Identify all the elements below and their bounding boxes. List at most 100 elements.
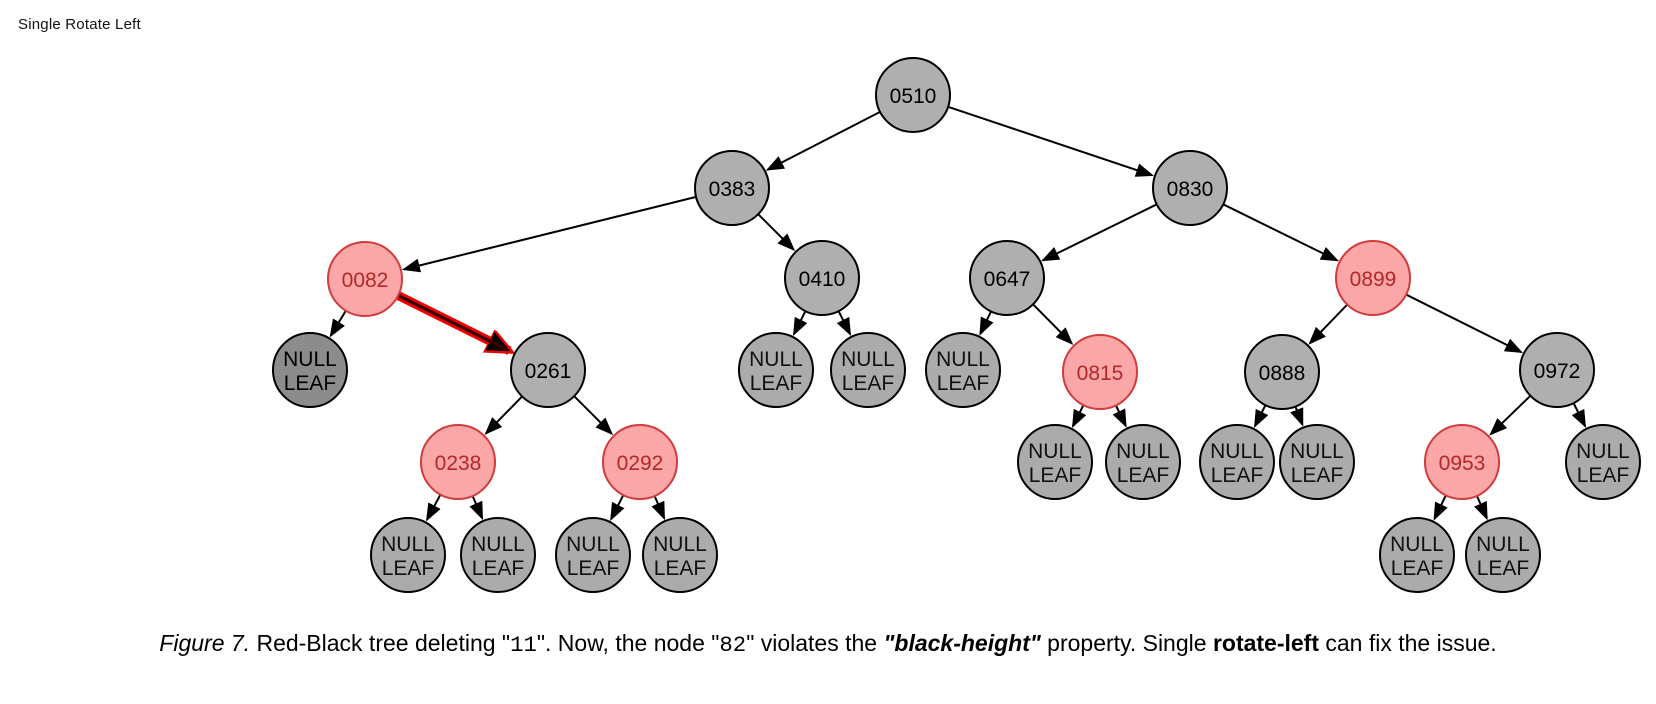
tree-edge (1571, 402, 1587, 429)
node-label: NULL (841, 348, 895, 371)
node-label: 0082 (342, 269, 389, 292)
node-label: LEAF (1029, 464, 1082, 487)
node-circle (738, 332, 814, 408)
node-circle (370, 517, 446, 593)
tree-node-0815: 0815 (1062, 334, 1138, 410)
tree-node-0830: 0830 (1152, 150, 1228, 226)
node-label: 0972 (1534, 360, 1581, 383)
tree-edge (765, 111, 881, 171)
tree-node-0953: 0953 (1424, 424, 1500, 500)
node-circle (1519, 332, 1595, 408)
node-label: NULL (566, 533, 620, 556)
caption-segment: rotate-left (1212, 630, 1319, 656)
node-label: 0510 (890, 85, 937, 108)
node-label: NULL (1576, 440, 1630, 463)
node-label: NULL (471, 533, 525, 556)
tree-node-0082: 0082 (327, 241, 403, 317)
node-circle (784, 240, 860, 316)
tree-edge (329, 310, 347, 338)
figure-title: Single Rotate Left (18, 16, 141, 33)
tree-node-0410: 0410 (784, 240, 860, 316)
tree-node-0383: 0383 (694, 150, 770, 226)
node-label: LEAF (1291, 464, 1344, 487)
tree-edge (469, 495, 484, 521)
tree-edge (1308, 303, 1348, 345)
node-label: LEAF (382, 557, 435, 580)
node-label: LEAF (1477, 557, 1530, 580)
tree-edge (1433, 494, 1448, 521)
node-label: LEAF (284, 372, 337, 395)
caption-segment: "black-height" (883, 630, 1041, 656)
node-circle (1424, 424, 1500, 500)
node-circle (1279, 424, 1355, 500)
tree-edge (1222, 203, 1339, 262)
tree-edge (401, 195, 697, 273)
node-label: NULL (1210, 440, 1264, 463)
tree-node-0510: 0510 (875, 57, 951, 133)
node-circle (555, 517, 631, 593)
node-circle (1565, 424, 1641, 500)
tree-edge (757, 213, 796, 252)
node-label: 0899 (1350, 268, 1397, 291)
tree-edge (836, 310, 852, 337)
node-circle (1105, 424, 1181, 500)
tree-edge (573, 395, 614, 436)
node-circle (420, 424, 496, 500)
node-label: 0292 (617, 452, 664, 475)
tree-edge (947, 105, 1154, 177)
node-circle (925, 332, 1001, 408)
node-label: NULL (1028, 440, 1082, 463)
node-circle (969, 240, 1045, 316)
node-label: LEAF (937, 372, 990, 395)
tree-edge (610, 494, 625, 522)
node-circle (1152, 150, 1228, 226)
caption-segment: ". Now, the node " (536, 630, 720, 656)
caption-segment: property. Single (1040, 630, 1213, 656)
node-circle (830, 332, 906, 408)
node-label: LEAF (472, 557, 525, 580)
node-circle (875, 57, 951, 133)
caption-segment: Red-Black tree deleting " (250, 630, 511, 656)
node-circle (1244, 334, 1320, 410)
tree-node-0972: 0972 (1519, 332, 1595, 408)
node-circle (327, 241, 403, 317)
figure-caption: Figure 7. Red-Black tree deleting "11". … (0, 630, 1656, 658)
tree-edge (1112, 404, 1127, 428)
node-label: LEAF (1211, 464, 1264, 487)
node-label: 0261 (525, 360, 572, 383)
node-label: LEAF (1391, 557, 1444, 580)
tree-edge (1489, 395, 1532, 436)
tree-edge (651, 495, 666, 521)
tree-edge (425, 494, 442, 522)
node-circle (1017, 424, 1093, 500)
node-circle (1199, 424, 1275, 500)
tree-edge (1071, 404, 1087, 429)
caption-segment: can fix the issue. (1319, 630, 1497, 656)
node-label: NULL (749, 348, 803, 371)
node-label: LEAF (654, 557, 707, 580)
tree-edge (1032, 303, 1074, 345)
tree-edges (329, 105, 1587, 522)
caption-segment: " violates the (746, 630, 884, 656)
node-label: 0815 (1077, 362, 1124, 385)
node-label: LEAF (1117, 464, 1170, 487)
caption-segment: 11 (510, 632, 537, 658)
node-label: NULL (381, 533, 435, 556)
node-label: 0410 (799, 268, 846, 291)
